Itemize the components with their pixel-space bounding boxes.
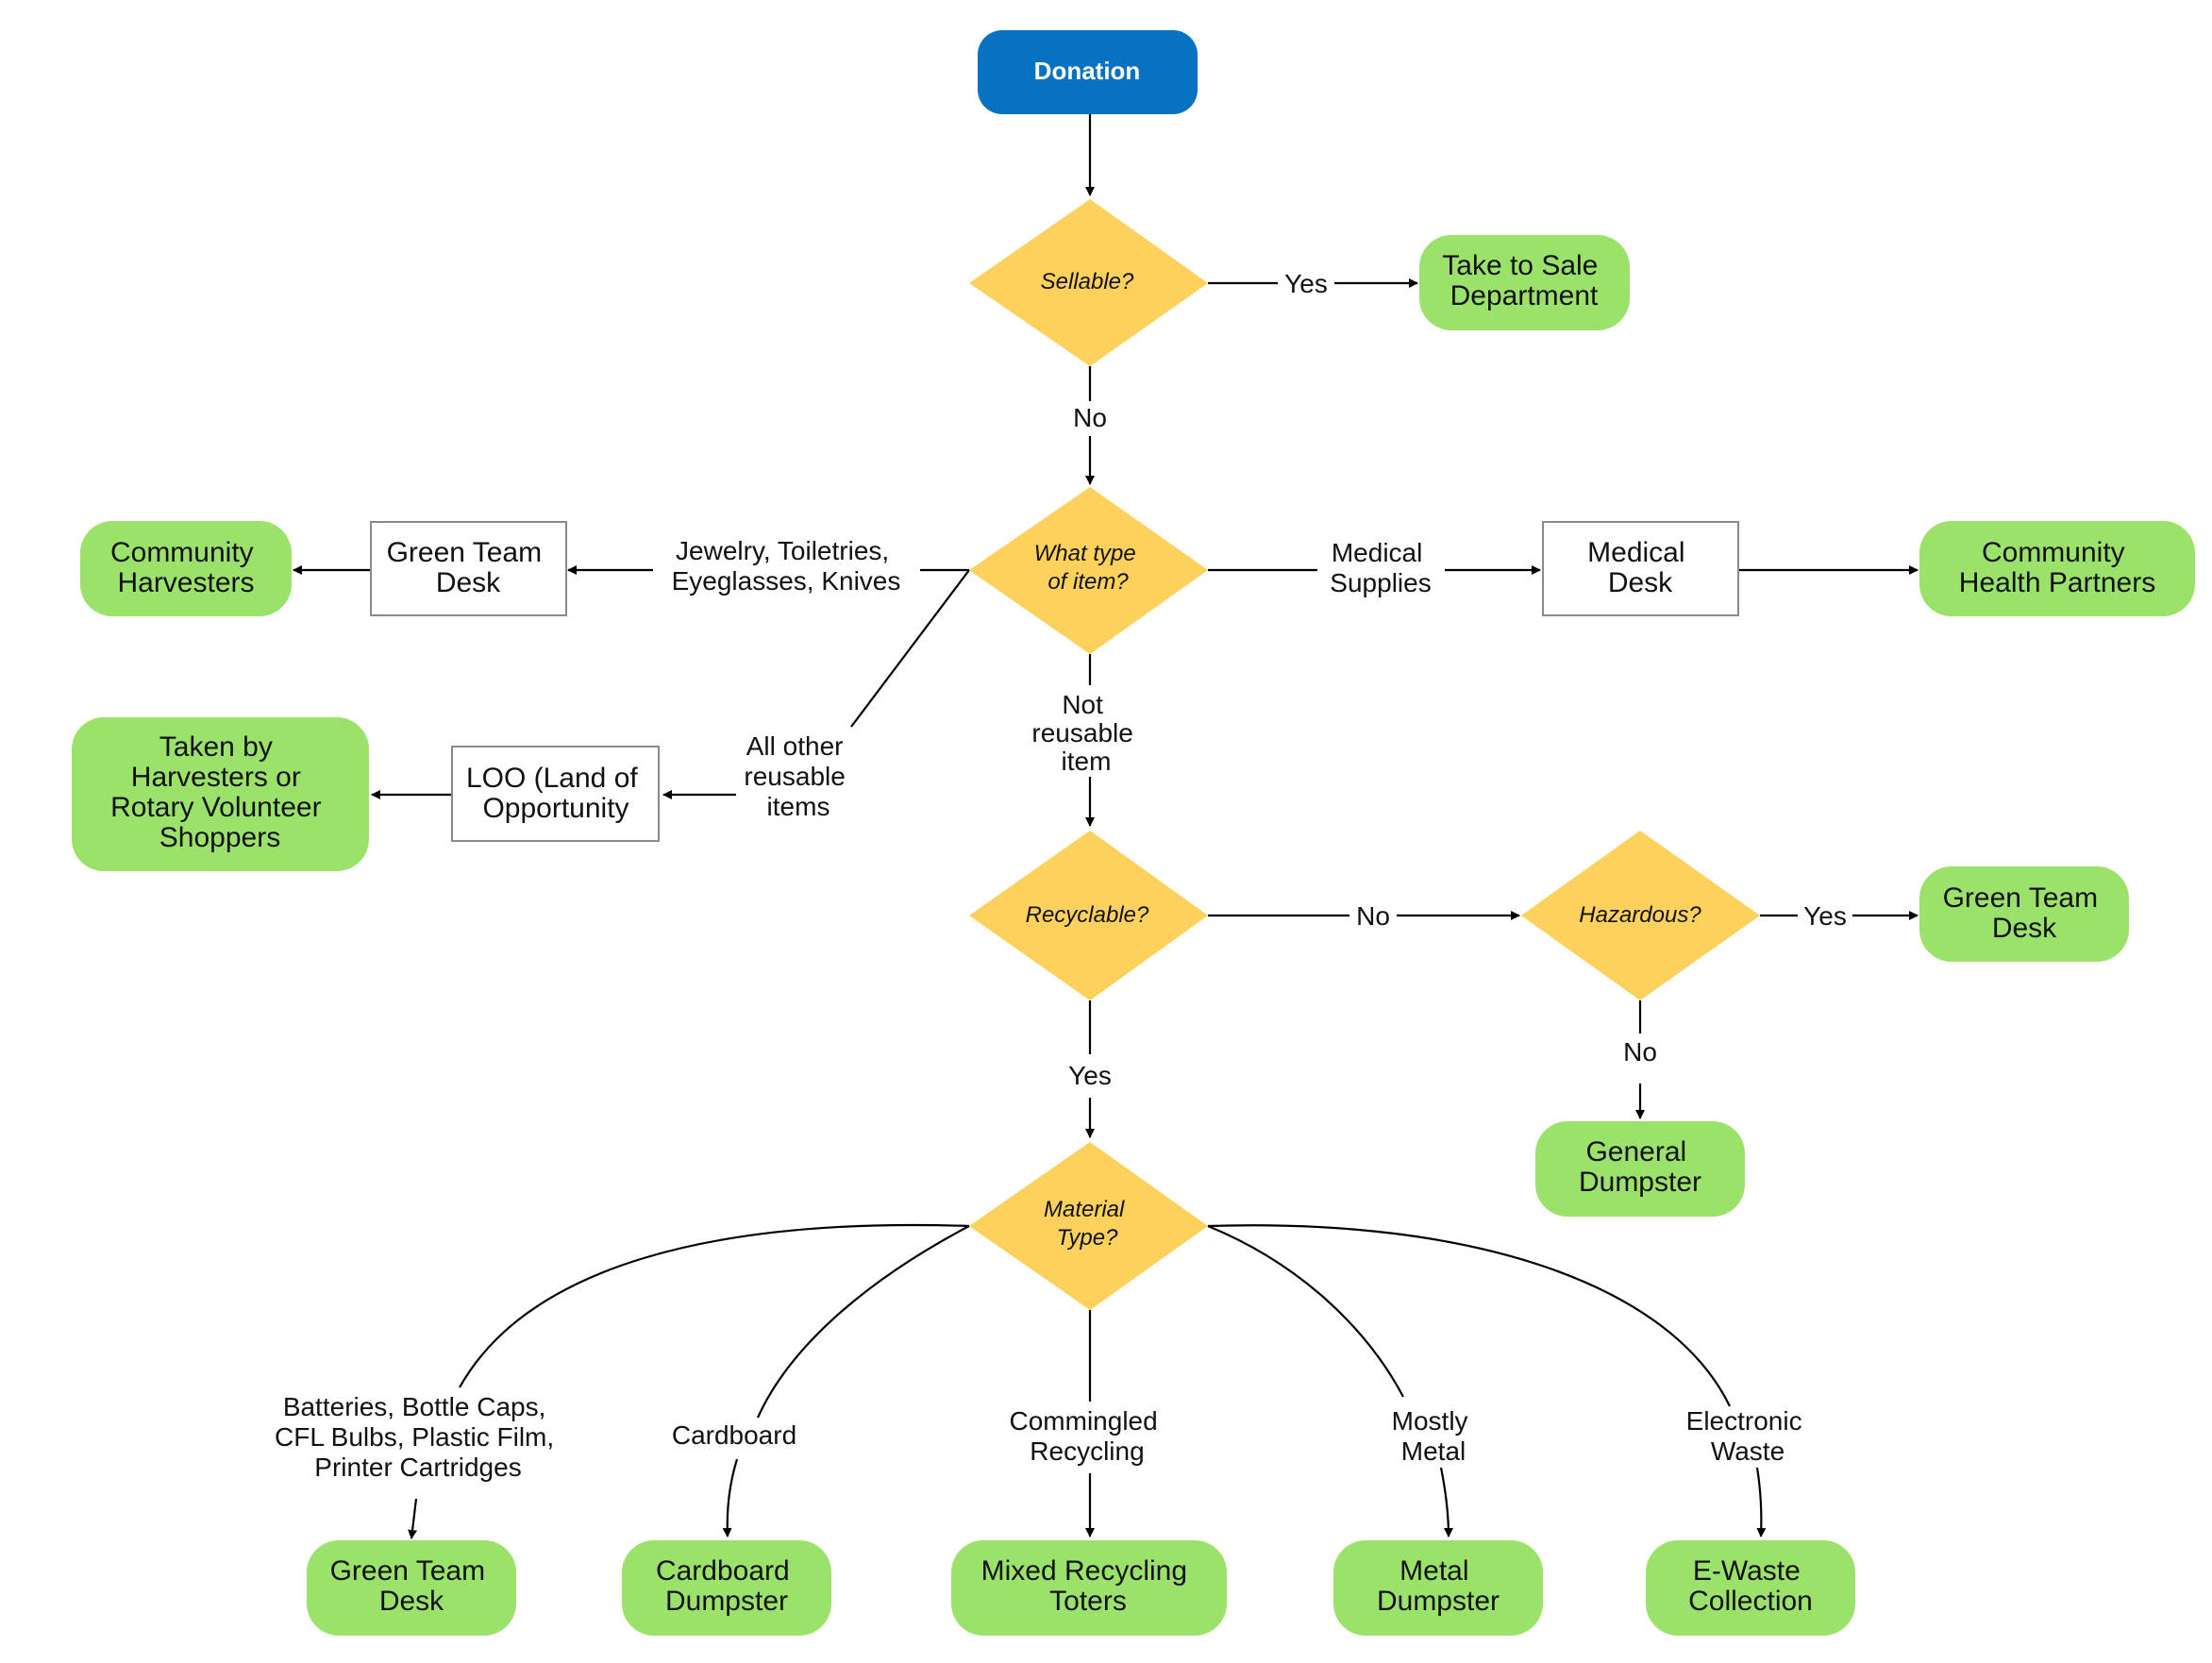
edge-label-commingled: Commingled Recycling bbox=[1010, 1406, 1165, 1466]
svg-text:Mixed Recycling Toters: Mixed Recycling Toters bbox=[981, 1555, 1196, 1617]
edge-label-recyclable-yes: Yes bbox=[1068, 1061, 1112, 1090]
nodes: Donation Sellable? What type of item? Re… bbox=[72, 30, 2195, 1636]
edge-other-reusable bbox=[850, 569, 970, 728]
decision-item-type: What type of item? bbox=[969, 487, 1208, 654]
svg-text:E-Waste Collection: E-Waste Collection bbox=[1688, 1555, 1813, 1617]
decision-recyclable: Recyclable? bbox=[969, 831, 1208, 1000]
edge-label-hazardous-yes: Yes bbox=[1803, 901, 1847, 931]
decision-hazardous: Hazardous? bbox=[1521, 831, 1760, 1000]
edge-electronic-arrow bbox=[1755, 1467, 1767, 1537]
svg-text:Sellable?: Sellable? bbox=[1041, 269, 1134, 294]
svg-text:Material Type?: Material Type? bbox=[1044, 1197, 1131, 1251]
decision-material-type: Material Type? bbox=[969, 1142, 1208, 1310]
svg-text:Recyclable?: Recyclable? bbox=[1026, 902, 1149, 928]
edge-label-other-reusable: All other reusable items bbox=[744, 731, 852, 821]
svg-text:Medical Desk: Medical Desk bbox=[1587, 537, 1693, 598]
terminal-green-team-desk-materials: Green Team Desk bbox=[307, 1540, 516, 1636]
edge-electronic-curve bbox=[1207, 1224, 1731, 1407]
edge-label-jewelry: Jewelry, Toiletries, Eyeglasses, Knives bbox=[672, 536, 901, 596]
decision-sellable: Sellable? bbox=[969, 199, 1208, 366]
terminal-e-waste-collection: E-Waste Collection bbox=[1646, 1540, 1855, 1636]
edges bbox=[293, 114, 1918, 1538]
process-green-team-desk: Green Team Desk bbox=[370, 521, 567, 616]
edge-label-batteries: Batteries, Bottle Caps, CFL Bulbs, Plast… bbox=[275, 1392, 561, 1482]
svg-text:Take to Sale Departmen: Take to Sale Department bbox=[1442, 250, 1605, 311]
terminal-mixed-recycling-toters: Mixed Recycling Toters bbox=[951, 1540, 1227, 1636]
edge-label-electronic: Electronic Waste bbox=[1686, 1406, 1810, 1466]
process-loo: LOO (Land of Opportunity bbox=[451, 746, 660, 842]
terminal-green-team-desk-hazardous: Green Team Desk bbox=[1919, 866, 2129, 962]
process-medical-desk: Medical Desk bbox=[1542, 521, 1739, 616]
edge-label-medical: Medical Supplies bbox=[1330, 538, 1431, 597]
svg-text:Cardboard Dumpster: Cardboard Dumpster bbox=[656, 1555, 797, 1617]
terminal-cardboard-dumpster: Cardboard Dumpster bbox=[622, 1540, 831, 1636]
svg-text:Hazardous?: Hazardous? bbox=[1579, 902, 1701, 928]
edge-label-cardboard: Cardboard bbox=[672, 1420, 796, 1450]
terminal-community-health-partners: Community Health Partners bbox=[1919, 521, 2195, 616]
terminal-community-harvesters: Community Harvesters bbox=[80, 521, 292, 616]
svg-text:Green Team Desk: Green Team Desk bbox=[1943, 882, 2106, 944]
svg-text:What type of item?: What type of item? bbox=[1034, 541, 1143, 595]
terminal-general-dumpster: General Dumpster bbox=[1535, 1121, 1745, 1217]
node-donation: Donation bbox=[978, 30, 1198, 114]
terminal-taken-by-harvesters: Taken by Harvesters or Rotary Volunteer … bbox=[72, 717, 369, 871]
edge-metal-arrow bbox=[1439, 1467, 1453, 1537]
edge-batteries-arrow bbox=[408, 1498, 418, 1539]
terminal-take-to-sale: Take to Sale Department bbox=[1419, 235, 1630, 330]
svg-text:General Dumpster: General Dumpster bbox=[1579, 1136, 1701, 1198]
edge-label-recyclable-no: No bbox=[1356, 901, 1390, 931]
terminal-metal-dumpster: Metal Dumpster bbox=[1333, 1540, 1543, 1636]
edge-label-sellable-yes: Yes bbox=[1284, 269, 1328, 298]
svg-text:LOO (Land of Opportuni: LOO (Land of Opportunity bbox=[466, 763, 645, 824]
svg-text:Community Health Partn: Community Health Partners bbox=[1959, 537, 2155, 598]
edge-label-metal: Mostly Metal bbox=[1392, 1406, 1476, 1466]
edge-metal-curve bbox=[1207, 1224, 1404, 1398]
svg-text:Green Team Desk: Green Team Desk bbox=[387, 537, 550, 598]
edge-label-not-reusable: Not reusable item bbox=[1031, 690, 1140, 776]
svg-text:Community Harvesters: Community Harvesters bbox=[110, 537, 261, 598]
edge-cardboard-arrow bbox=[722, 1458, 739, 1537]
svg-text:Taken by Harvesters or: Taken by Harvesters or Rotary Volunteer … bbox=[110, 731, 329, 853]
svg-text:Donation: Donation bbox=[1034, 57, 1141, 85]
svg-text:Metal Dumpster: Metal Dumpster bbox=[1377, 1555, 1500, 1617]
edge-cardboard-curve bbox=[756, 1225, 970, 1419]
edge-labels: Yes No Jewelry, Toiletries, Eyeglasses, … bbox=[275, 269, 1847, 1482]
edge-label-sellable-no: No bbox=[1073, 403, 1107, 432]
svg-text:Green Team Desk: Green Team Desk bbox=[330, 1555, 494, 1617]
edge-batteries-curve bbox=[459, 1223, 970, 1388]
edge-label-hazardous-no: No bbox=[1623, 1037, 1657, 1067]
